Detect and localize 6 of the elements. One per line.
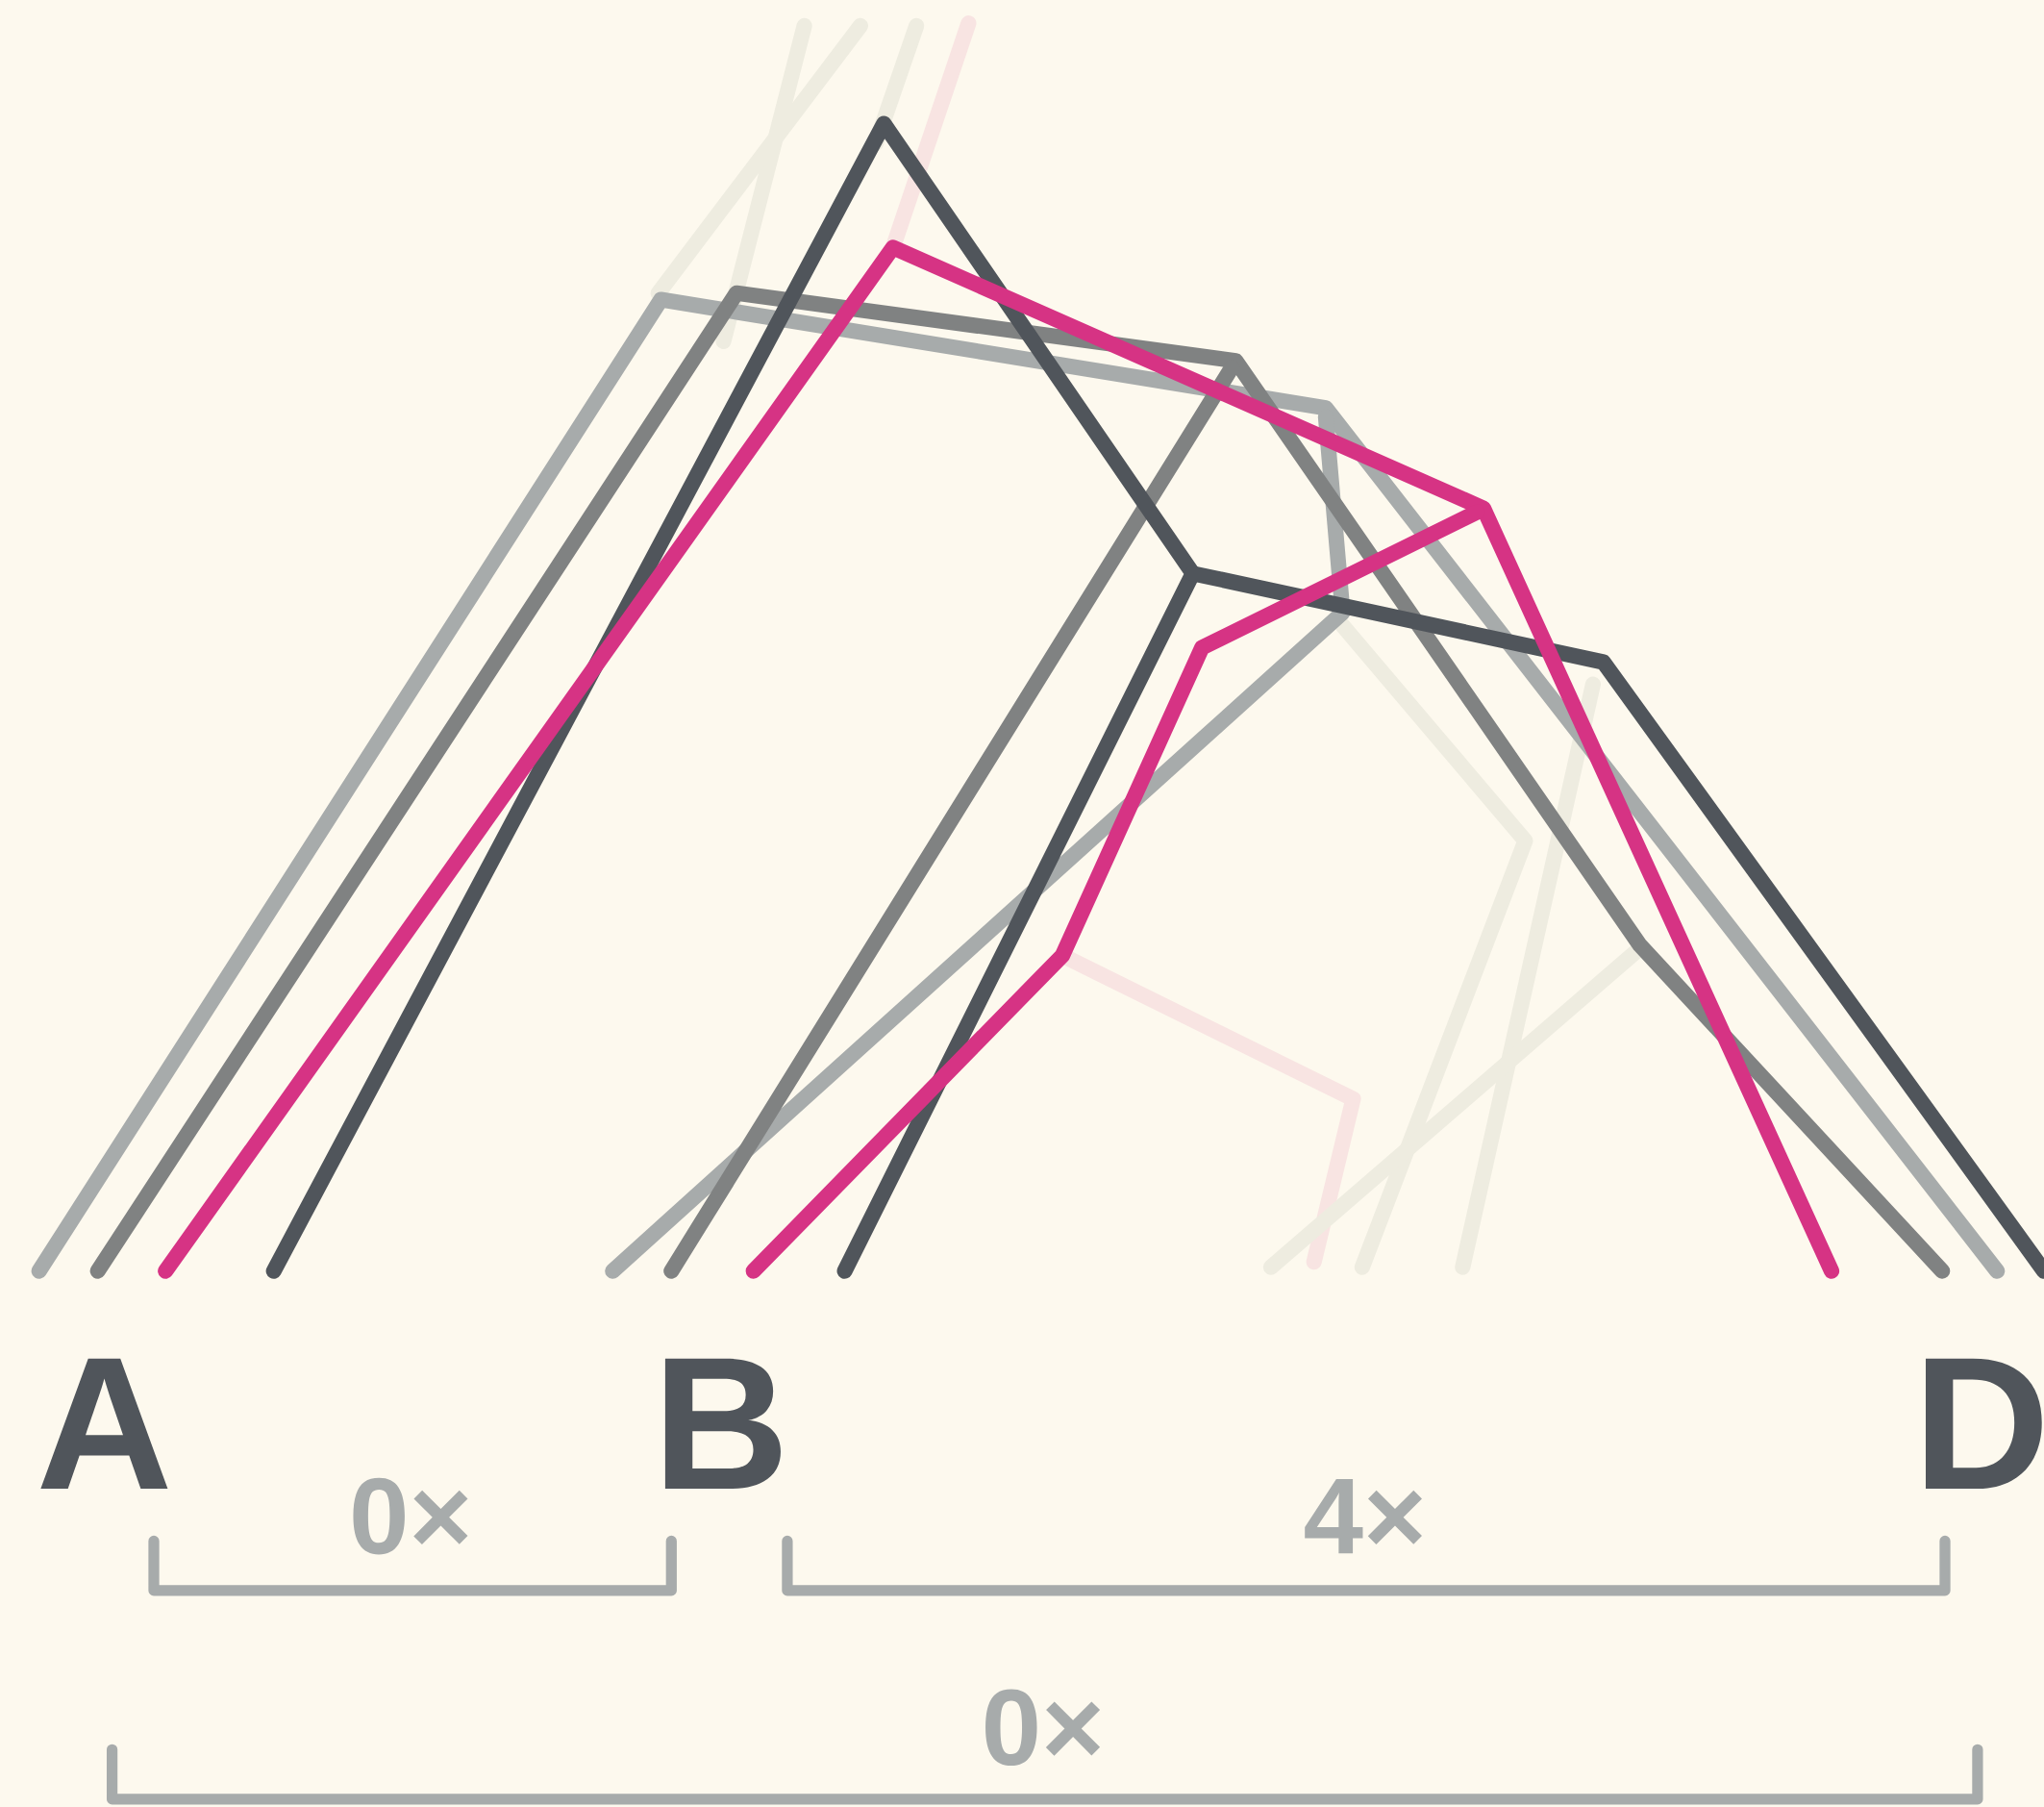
- point-label: A: [40, 1358, 168, 1490]
- multiplier-label: 0×: [985, 1689, 1101, 1767]
- point-label: B: [664, 1358, 781, 1490]
- point-label: D: [1926, 1358, 2042, 1490]
- multiplier-label: 0×: [353, 1477, 468, 1555]
- multiplier-label: 4×: [1305, 1478, 1422, 1554]
